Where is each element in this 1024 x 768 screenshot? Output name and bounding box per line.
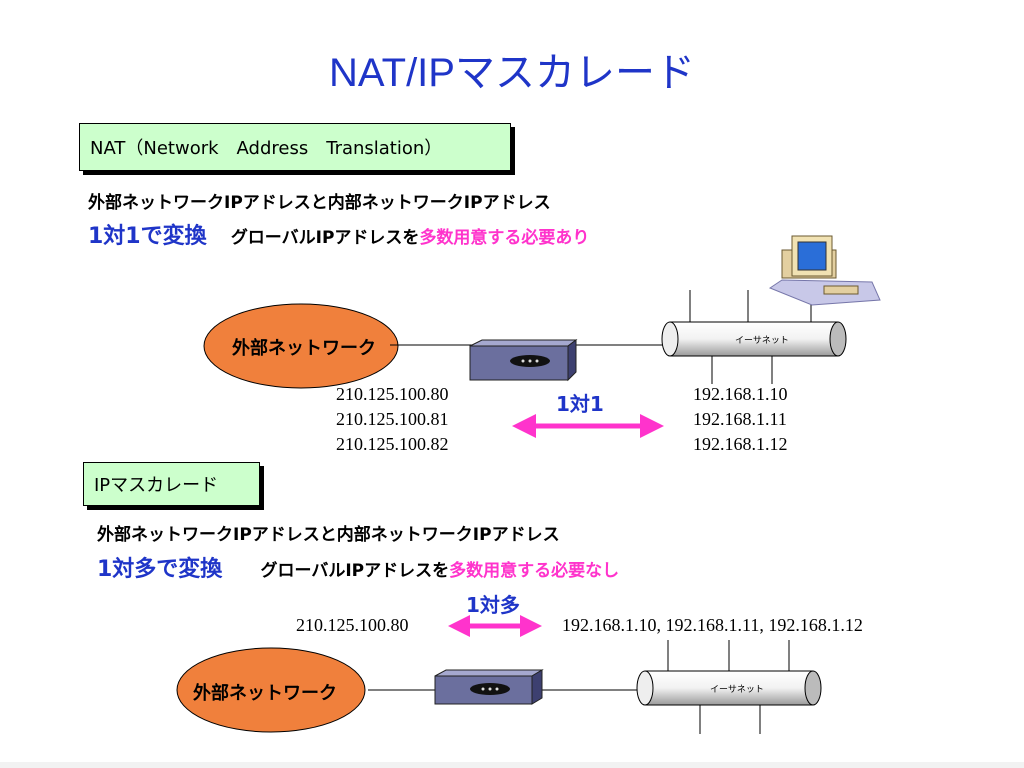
nat-ratio-label: 1対1 (556, 392, 604, 416)
nat-external-network-label: 外部ネットワーク (232, 338, 376, 359)
nat-internal-ip: 192.168.1.10 (693, 384, 788, 404)
masq-ethernet-cylinder (636, 670, 822, 706)
nat-external-ip: 210.125.100.80 (336, 384, 449, 404)
nat-external-ip: 210.125.100.81 (336, 409, 449, 429)
bottom-strip (0, 762, 1024, 768)
computer-icon (768, 235, 881, 306)
masq-external-network-label: 外部ネットワーク (193, 683, 337, 704)
nat-conversion-type: 1対1で変換 (88, 224, 207, 249)
masq-global-emphasis: 多数用意する必要なし (449, 561, 620, 581)
masq-router-icon (434, 669, 544, 705)
page-title: NAT/IPマスカレード (329, 51, 695, 95)
masq-external-network-ellipse (176, 647, 366, 733)
nat-external-ip: 210.125.100.82 (336, 434, 449, 454)
masq-conversion-type: 1対多で変換 (97, 557, 223, 582)
nat-label: NAT（Network Address Translation） (90, 138, 443, 159)
nat-router-icon (469, 339, 578, 382)
masq-external-ip: 210.125.100.80 (296, 615, 409, 635)
nat-conversion-line: 1対1で変換 グローバルIPアドレスを多数用意する必要あり (88, 218, 589, 250)
nat-ethernet-label: イーサネット (735, 336, 789, 346)
masq-label-box: IPマスカレード (83, 462, 260, 506)
nat-label-box: NAT（Network Address Translation） (79, 123, 511, 171)
nat-ethernet-cylinder (661, 321, 847, 357)
nat-ratio-arrow (512, 414, 664, 438)
masq-ratio-label: 1対多 (466, 593, 520, 617)
nat-internal-ip: 192.168.1.12 (693, 434, 788, 454)
masq-ethernet-drops (667, 640, 790, 734)
masq-ethernet-label: イーサネット (710, 685, 764, 695)
nat-global-prefix: グローバルIPアドレスを (230, 228, 420, 248)
nat-external-network-ellipse (203, 303, 399, 389)
masq-global-prefix: グローバルIPアドレスを (260, 561, 450, 581)
nat-internal-ip: 192.168.1.11 (693, 409, 787, 429)
masq-internal-ips: 192.168.1.10, 192.168.1.11, 192.168.1.12 (562, 615, 863, 635)
nat-global-emphasis: 多数用意する必要あり (419, 228, 590, 248)
masq-conversion-line: 1対多で変換 グローバルIPアドレスを多数用意する必要なし (97, 551, 619, 583)
nat-external-ip-list: 210.125.100.80 210.125.100.81 210.125.10… (336, 382, 449, 457)
nat-internal-ip-list: 192.168.1.10 192.168.1.11 192.168.1.12 (693, 382, 788, 457)
nat-description: 外部ネットワークIPアドレスと内部ネットワークIPアドレス (88, 193, 551, 213)
masq-label: IPマスカレード (94, 475, 219, 496)
masq-description: 外部ネットワークIPアドレスと内部ネットワークIPアドレス (97, 525, 560, 545)
masq-ratio-arrow (448, 615, 542, 637)
